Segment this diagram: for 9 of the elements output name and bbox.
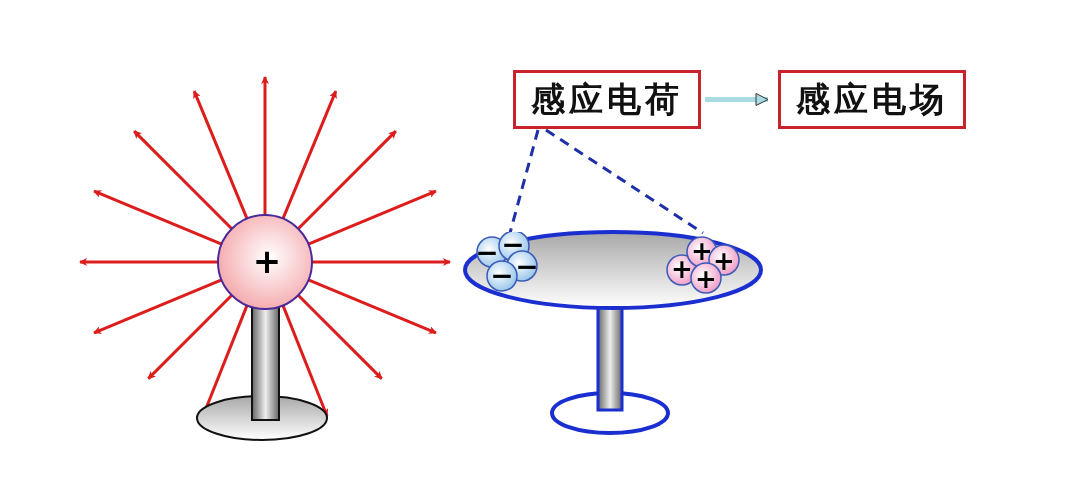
dashed-line	[508, 129, 540, 234]
charge-sign: +	[691, 237, 713, 264]
text-box: 感应电场	[778, 70, 966, 129]
charge-sign: +	[252, 244, 282, 279]
arrow	[705, 93, 769, 106]
charge-sign: −	[490, 261, 514, 290]
text-box: 感应电荷	[513, 70, 701, 129]
dashed-line	[545, 128, 704, 235]
charge-sign: +	[671, 255, 693, 282]
